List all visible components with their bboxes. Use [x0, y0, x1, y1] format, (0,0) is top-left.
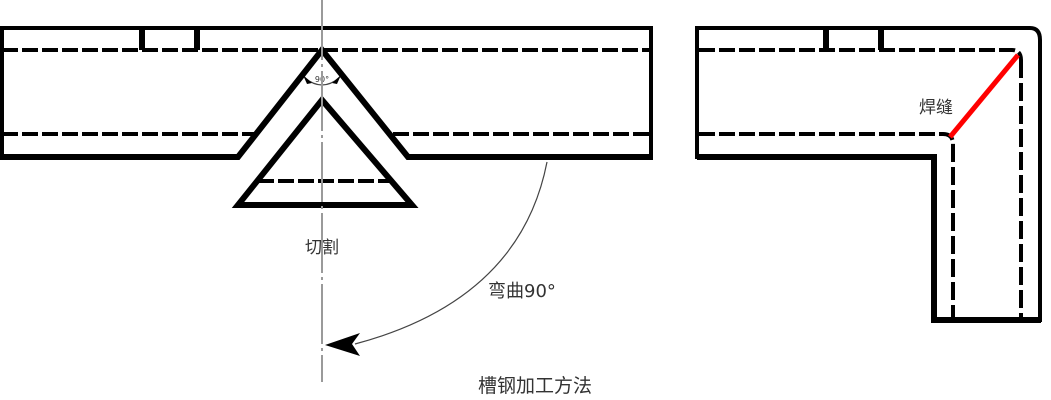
- bent-channel-bottom-edge: [697, 154, 1041, 323]
- angle-arrow-right-icon: [332, 75, 341, 84]
- arrowhead-icon: [325, 333, 360, 356]
- v-notch-cutout: [231, 95, 419, 208]
- bend-label: 弯曲90°: [488, 281, 556, 302]
- stiffener-3: [823, 28, 829, 50]
- stiffener-2: [194, 28, 200, 50]
- lower-hidden-line-bent-h: [699, 132, 955, 145]
- cut-label: 切割: [305, 238, 339, 258]
- weld-label: 焊缝: [919, 98, 953, 118]
- straight-channel: [0, 26, 653, 160]
- angle-arrow-left-icon: [303, 75, 312, 84]
- bend-arrow: [325, 161, 548, 356]
- upper-hidden-line-bent-h: [699, 48, 1023, 61]
- bend-arc: [354, 161, 548, 345]
- cutout-triangle: [231, 95, 419, 208]
- diagram-title: 槽钢加工方法: [478, 375, 592, 397]
- bent-channel-outline: [695, 26, 1042, 322]
- bent-channel: 焊缝: [695, 26, 1042, 323]
- weld-seam: [948, 53, 1020, 139]
- stiffener-1: [139, 28, 145, 50]
- stiffener-4: [878, 28, 884, 50]
